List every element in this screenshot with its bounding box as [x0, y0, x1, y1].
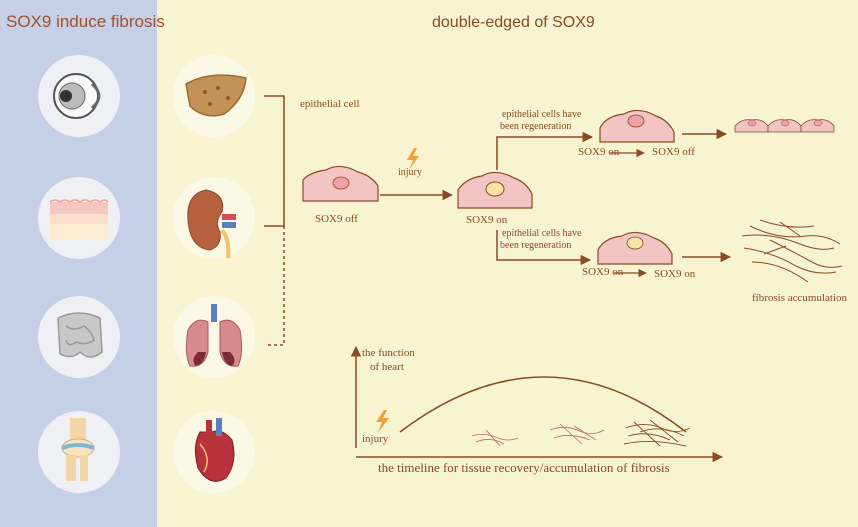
sox9-on-label: SOX9 on: [466, 214, 508, 226]
injury-label-top: injury: [398, 167, 422, 178]
regeneration-caption-top-2: been regeneration: [500, 121, 572, 132]
liver-icon: [173, 55, 255, 137]
fibrosis-mark-2: [549, 423, 605, 445]
top-state-sox9-off: SOX9 off: [652, 146, 695, 158]
kidney-icon: [173, 177, 255, 259]
lightning-icon-bottom: [376, 410, 389, 433]
eye-icon: [38, 55, 120, 137]
cell-persistent-bottom: [597, 231, 673, 265]
lightning-icon-top: [407, 148, 419, 170]
heart-icon: [173, 411, 255, 493]
intestine-icon: [38, 296, 120, 378]
function-of-heart-label-2: of heart: [370, 361, 404, 373]
injury-label-bottom: injury: [362, 433, 389, 445]
right-panel-title: double-edged of SOX9: [432, 14, 595, 31]
bottom-state-sox9-on-a: SOX9 on: [582, 266, 624, 278]
fibrosis-accumulation-label: fibrosis accumulation: [752, 292, 848, 304]
organ-bracket: [264, 95, 285, 346]
knee-joint-icon: [38, 411, 120, 493]
epithelial-cell-label: epithelial cell: [300, 98, 360, 110]
lung-icon: [173, 296, 255, 378]
cell-sox9-on: [457, 171, 533, 209]
fibrosis-mark-3: [623, 419, 691, 447]
regeneration-caption-bottom-1: epithelial cells have: [502, 228, 582, 239]
cell-sox9-off: [302, 165, 379, 202]
cell-regenerated-top: [599, 109, 675, 143]
arrow-branch-top: [496, 131, 594, 170]
skin-icon: [38, 177, 120, 259]
small-cells-group: [734, 119, 835, 133]
right-panel: [157, 0, 858, 527]
fibrosis-fibers: [741, 219, 843, 283]
regeneration-caption-bottom-2: been regeneration: [500, 240, 572, 251]
arrow-branch-bottom: [496, 230, 592, 266]
sox9-off-label: SOX9 off: [315, 213, 358, 225]
function-of-heart-label-1: the function: [362, 347, 415, 359]
bottom-state-sox9-on-b: SOX9 on: [654, 268, 696, 280]
heart-function-curve: [399, 376, 687, 433]
left-panel-title: SOX9 induce fibrosis: [6, 12, 165, 31]
timeline-label: the timeline for tissue recovery/accumul…: [378, 460, 670, 475]
top-state-sox9-on: SOX9 on: [578, 146, 620, 158]
regeneration-caption-top-1: epithelial cells have: [502, 109, 582, 120]
fibrosis-mark-1: [471, 429, 519, 447]
